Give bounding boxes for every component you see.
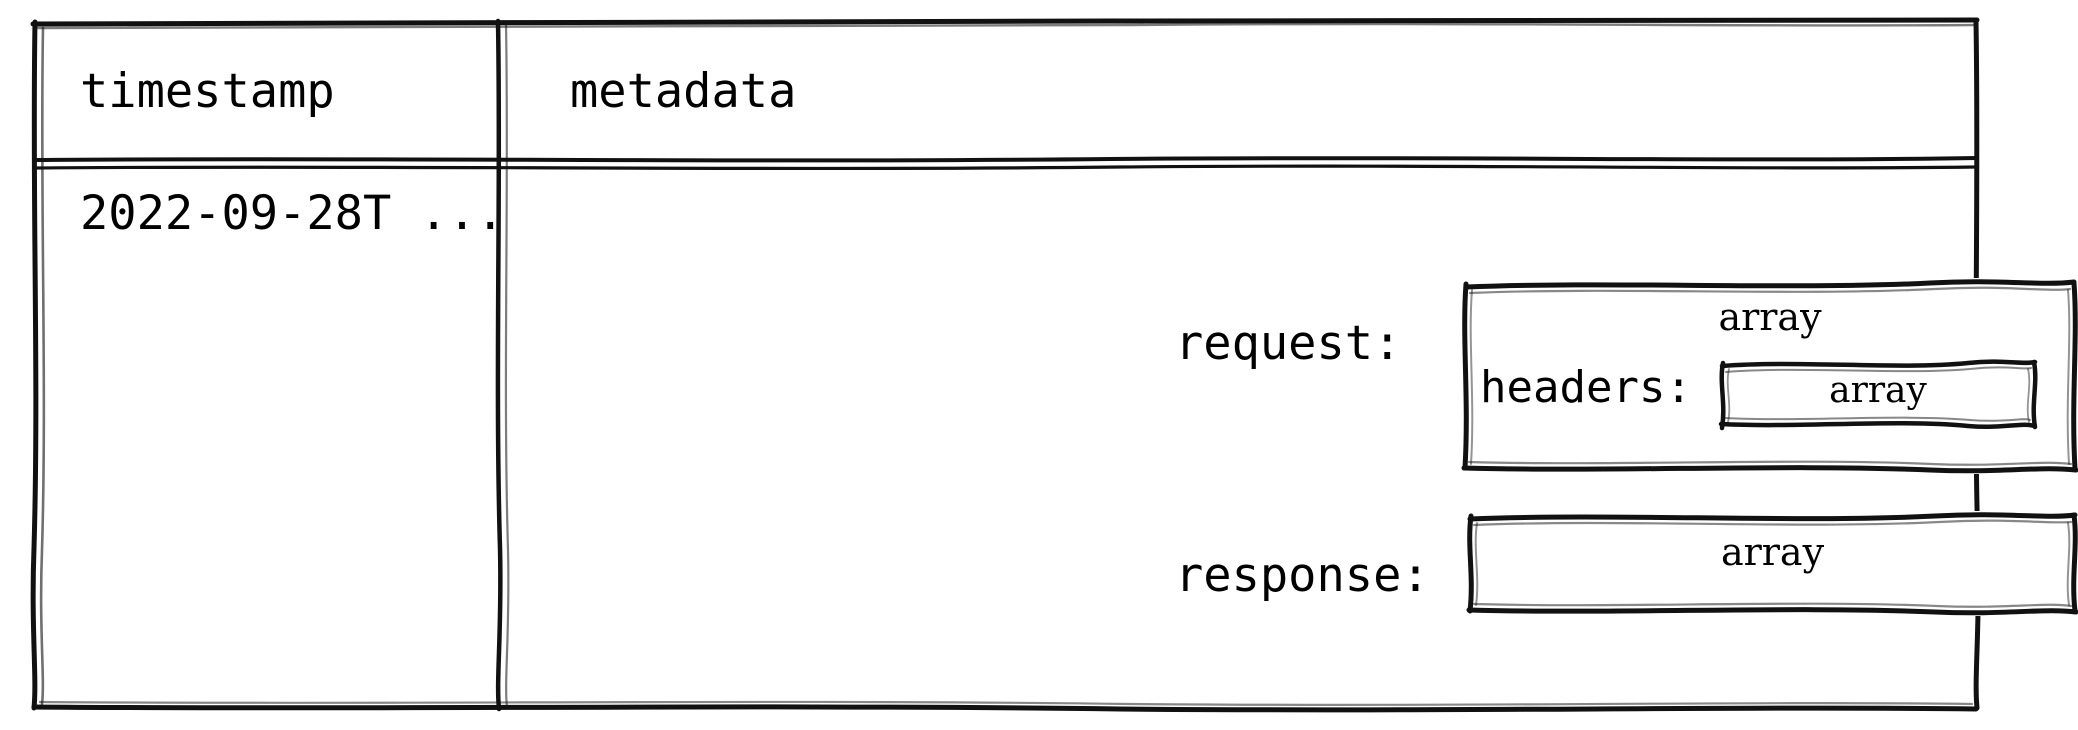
- type-box-request-array: array headers: array: [1460, 278, 2078, 474]
- type-box-headers-array: array: [1718, 358, 2038, 431]
- cell-timestamp-value: 2022-09-28T ...: [80, 186, 505, 241]
- type-box-response-array: array: [1465, 511, 2078, 616]
- type-label-headers-array: array: [1829, 370, 1927, 411]
- column-header-timestamp: timestamp: [80, 64, 335, 119]
- cell-metadata-value: request: array headers:: [665, 148, 2078, 712]
- table-border-sketch: [30, 17, 1981, 713]
- field-label-request: request:: [1175, 316, 1402, 371]
- column-header-metadata: metadata: [570, 64, 797, 119]
- type-label-response-array: array: [1720, 530, 1825, 574]
- field-label-headers: headers:: [1480, 362, 1692, 413]
- field-label-response: response:: [1175, 548, 1430, 603]
- schema-table: timestamp metadata 2022-09-28T ... reque…: [30, 17, 2078, 713]
- type-label-request-array: array: [1718, 295, 1822, 339]
